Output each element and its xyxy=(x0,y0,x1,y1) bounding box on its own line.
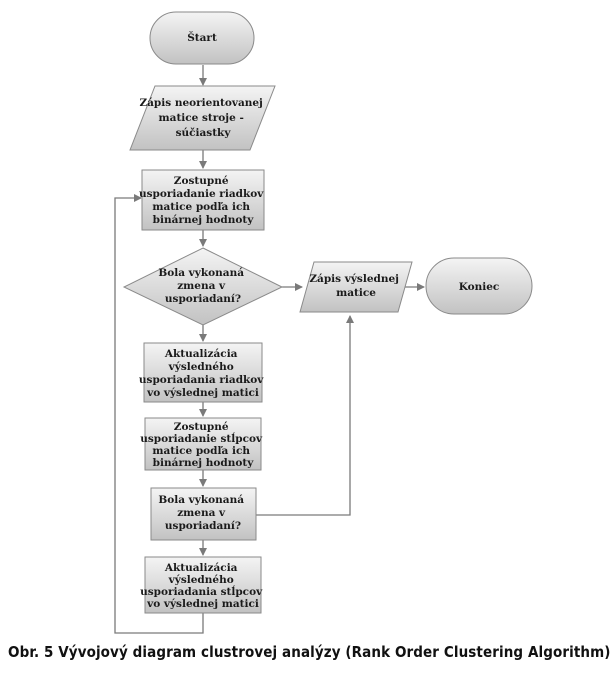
end-label: Koniec xyxy=(459,281,500,293)
sort-cols-node xyxy=(144,417,262,471)
decision1-node xyxy=(122,247,284,326)
input-label: Zápis neorientovanej matice stroje - súč… xyxy=(139,97,266,139)
input-data-node xyxy=(129,85,276,151)
figure-caption: Obr. 5 Vývojový diagram clustrovej analý… xyxy=(8,643,611,661)
arrow-loop-back-to-sort-rows xyxy=(114,194,204,634)
arrow-decision2-to-output xyxy=(256,315,354,516)
sort-rows-label: Zostupné usporiadanie riadkov matice pod… xyxy=(139,175,267,226)
update-rows-label: Aktualizácia výsledného usporiadania ria… xyxy=(139,348,267,399)
flowchart: Štart Zápis neorientovanej matice stroje… xyxy=(114,11,533,634)
update-cols-node xyxy=(144,556,262,614)
decision1-label: Bola vykonaná zmena v usporiadaní? xyxy=(158,267,247,305)
output-data-node xyxy=(299,261,413,313)
start-label: Štart xyxy=(187,30,217,44)
update-cols-label: Aktualizácia výsledného usporiadania stĺ… xyxy=(140,562,266,610)
output-label: Zápis výslednej matice xyxy=(309,272,402,299)
sort-cols-label: Zostupné usporiadanie stĺpcov matice pod… xyxy=(140,421,266,469)
decision2-node xyxy=(150,487,257,541)
start-node xyxy=(149,11,255,65)
sort-rows-node xyxy=(141,169,265,231)
decision2-label: Bola vykonaná zmena v usporiadaní? xyxy=(158,494,247,532)
end-node xyxy=(425,257,533,315)
update-rows-node xyxy=(143,342,263,403)
